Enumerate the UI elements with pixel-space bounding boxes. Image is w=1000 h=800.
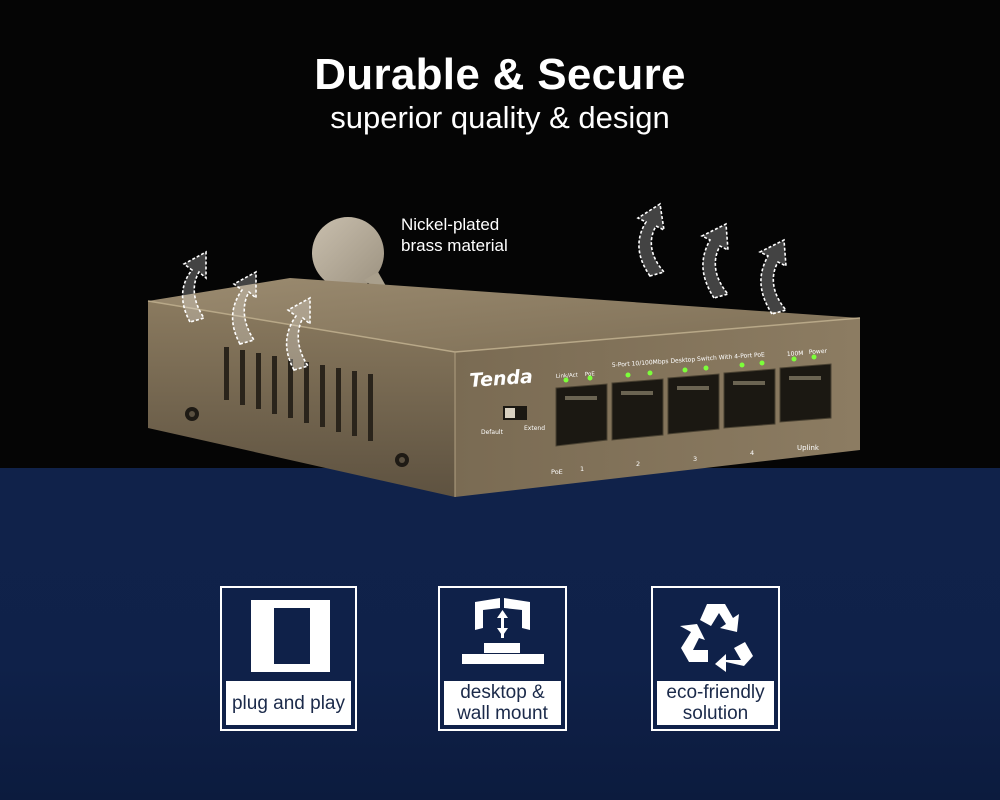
callout-line-1: Nickel-plated [401, 215, 500, 234]
screws [185, 407, 409, 467]
switch-label-extend: Extend [524, 425, 545, 432]
feature-eco-friendly: eco-friendly solution [651, 586, 780, 731]
switch-device: Tenda 5-Port 10/100Mbps Desktop Switch W… [147, 278, 861, 497]
desktop-wall-mount-icon [440, 588, 565, 684]
subheadline: superior quality & design [330, 100, 670, 135]
feature-plug-and-play: plug and play [220, 586, 357, 731]
port-label-2: 2 [636, 460, 640, 468]
switch-label-default: Default [481, 429, 504, 436]
led-label-100m: 100M [787, 350, 804, 358]
feature-desktop-wall-mount: desktop & wall mount [438, 586, 567, 731]
port-label-4: 4 [750, 449, 754, 457]
led-label-linkact: Link/Act [556, 372, 579, 380]
feature-label-line2: wall mount [457, 703, 548, 724]
ethernet-ports [555, 363, 832, 447]
plug-and-play-icon [222, 588, 355, 684]
feature-label-line1: desktop & [460, 682, 545, 703]
feature-label-line2: solution [682, 703, 749, 724]
side-vents [224, 347, 373, 441]
heat-arrows [181, 202, 788, 371]
feature-label: desktop & wall mount [444, 681, 561, 725]
led-label-poe: PoE [585, 371, 596, 378]
led-label-power: Power [809, 348, 828, 356]
material-callout-text: Nickel-plated brass material [401, 214, 508, 256]
port-label-1: 1 [580, 465, 584, 473]
feature-label: eco-friendly solution [657, 681, 774, 725]
brand-logo: Tenda [469, 366, 534, 392]
port-label-poe: PoE [551, 468, 563, 476]
feature-label-line1: eco-friendly [666, 682, 765, 703]
headline: Durable & Secure [314, 50, 686, 99]
port-label-3: 3 [693, 455, 697, 463]
feature-label: plug and play [226, 681, 351, 725]
status-leds [563, 354, 817, 383]
port-label-uplink: Uplink [797, 444, 820, 452]
mode-switch [503, 406, 527, 420]
recycle-icon [653, 588, 778, 684]
feature-label-line1: plug and play [231, 692, 346, 714]
callout-line-2: brass material [401, 236, 508, 255]
